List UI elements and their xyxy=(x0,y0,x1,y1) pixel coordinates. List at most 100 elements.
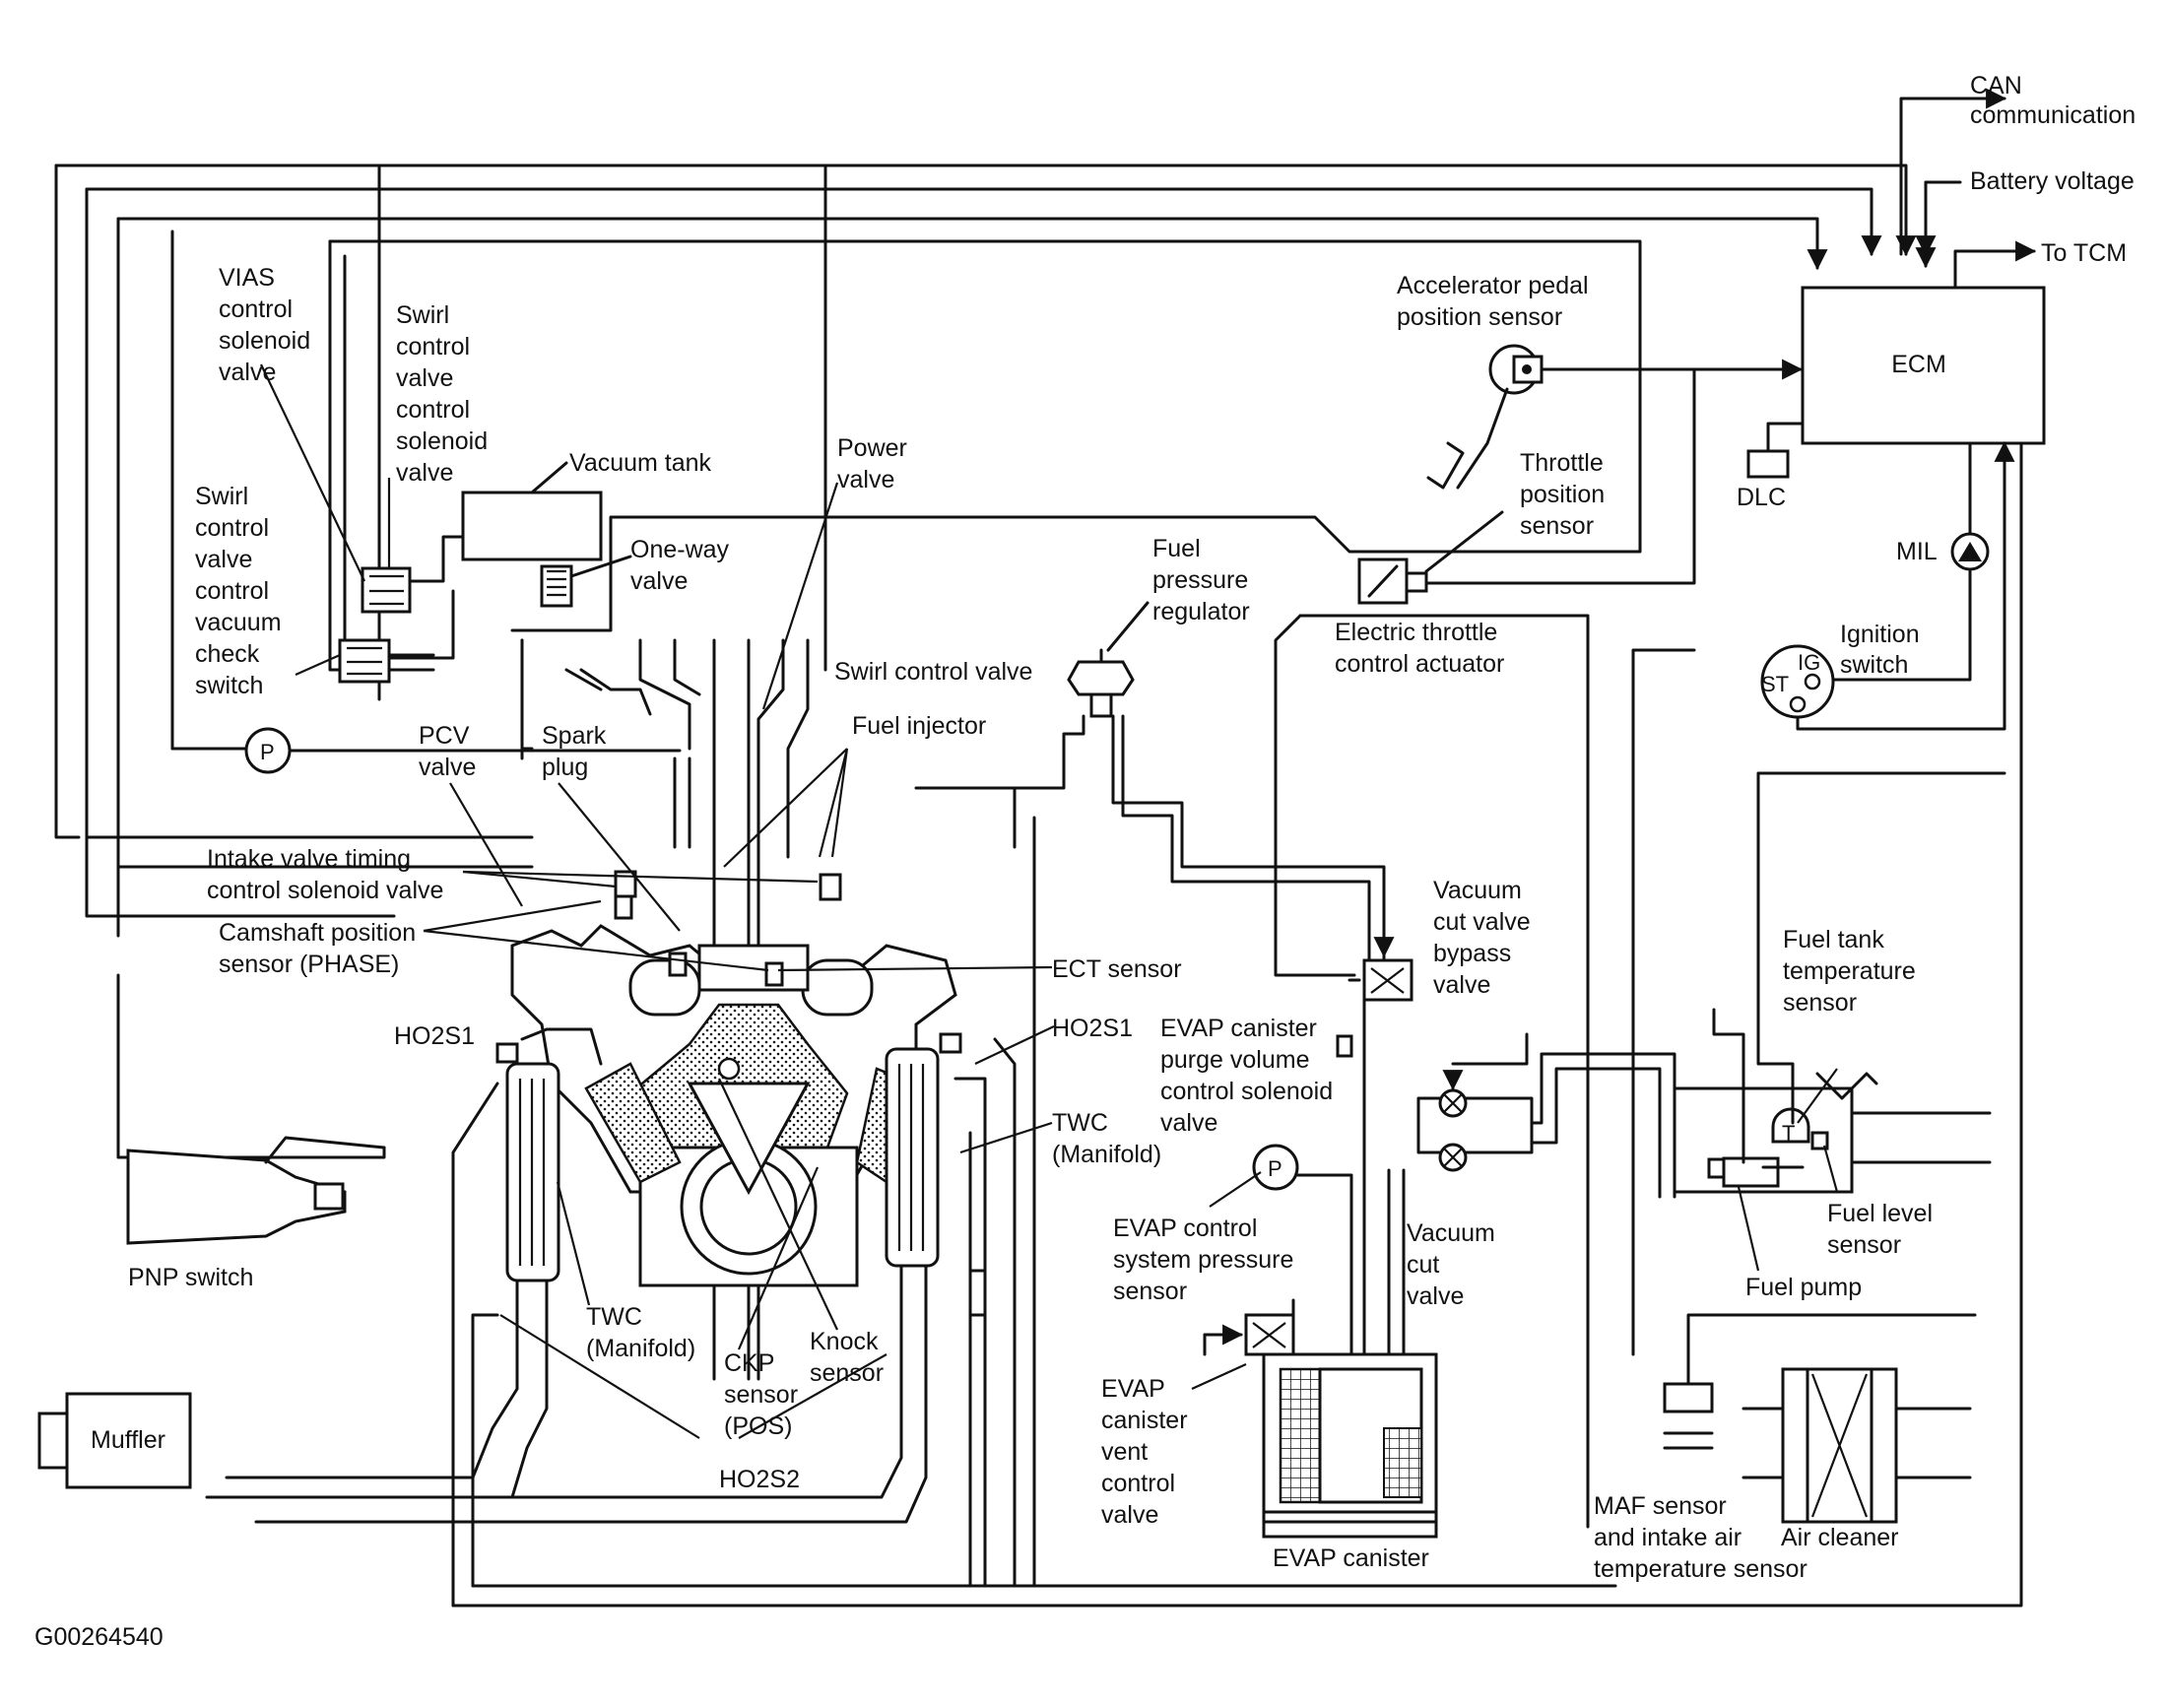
vacuum-tank xyxy=(461,461,632,608)
purge-label-3: control solenoid xyxy=(1160,1078,1333,1105)
ho2s1-right-label: HO2S1 xyxy=(1052,1015,1133,1042)
twc-left-label-1: TWC xyxy=(586,1303,642,1331)
pcv-label-1: PCV xyxy=(419,722,470,750)
electric-throttle-actuator xyxy=(1357,367,1696,605)
text-labels: CAN communication Battery voltage To TCM… xyxy=(34,72,2136,1651)
vacuum-cut-valves xyxy=(1387,1032,1676,1356)
muffler-label: Muffler xyxy=(91,1426,165,1454)
ignition-switch-symbol: IG ST xyxy=(1760,440,2015,731)
t-symbol: T xyxy=(1782,1121,1795,1146)
fuel-pump-label: Fuel pump xyxy=(1745,1274,1862,1301)
knock-label-2: sensor xyxy=(810,1359,884,1387)
fuel-tank: T xyxy=(1673,771,2006,1194)
swcv-label-4: control xyxy=(396,396,470,424)
vent-label-5: valve xyxy=(1101,1501,1158,1529)
evpress-label-3: sensor xyxy=(1113,1278,1187,1305)
etc-label-1: Electric throttle xyxy=(1335,619,1497,646)
mil-label: MIL xyxy=(1896,538,1938,565)
purge-label-1: EVAP canister xyxy=(1160,1015,1317,1042)
spark-label-2: plug xyxy=(542,754,588,781)
throttle-label-2: position xyxy=(1520,481,1605,508)
vent-label-4: control xyxy=(1101,1470,1175,1497)
wiring-harness xyxy=(54,88,2037,1159)
vent-label-3: vent xyxy=(1101,1438,1148,1466)
fpr-label-2: pressure xyxy=(1152,566,1248,594)
swirl-vacuum-check-switch xyxy=(338,589,455,684)
canister-label: EVAP canister xyxy=(1273,1544,1429,1572)
ckp-label-3: (POS) xyxy=(724,1412,792,1440)
dlc-connector xyxy=(1746,422,1805,479)
maf-label-3: temperature sensor xyxy=(1594,1555,1808,1583)
fpr-label-3: regulator xyxy=(1152,598,1250,625)
leader-lines xyxy=(260,363,1839,1439)
vacuum-cut-valve-bypass xyxy=(1336,924,1413,1058)
power-valve-label-1: Power xyxy=(837,434,907,462)
oneway-label-2: valve xyxy=(630,567,688,595)
vcbv-label-1: Vacuum xyxy=(1433,877,1522,904)
knock-label-1: Knock xyxy=(810,1328,879,1355)
ignition-label: Ignition xyxy=(1840,621,1920,648)
swcs-label-6: check xyxy=(195,640,260,668)
mil-lamp xyxy=(1801,441,1990,682)
st-symbol: ST xyxy=(1761,672,1789,696)
evap-pressure-sensor: P xyxy=(1252,998,1366,1356)
ckp-label-2: sensor xyxy=(724,1381,798,1409)
air-cleaner-label: Air cleaner xyxy=(1781,1524,1899,1551)
vcv-label-2: cut xyxy=(1407,1251,1439,1279)
ho2s1-left-label: HO2S1 xyxy=(394,1022,475,1050)
twc-left-label-2: (Manifold) xyxy=(586,1335,695,1362)
can-label: CAN xyxy=(1970,72,2022,99)
swcv-label-3: valve xyxy=(396,364,453,392)
vcbv-label-4: valve xyxy=(1433,971,1490,999)
etc-label-2: control actuator xyxy=(1335,650,1504,678)
maf-sensor xyxy=(1631,648,1977,1450)
maf-label-2: and intake air xyxy=(1594,1524,1742,1551)
muffler: Muffler xyxy=(37,1392,192,1489)
ecm-box: ECM xyxy=(1801,286,2046,445)
ckp-label-1: CKP xyxy=(724,1349,774,1377)
maf-label-1: MAF sensor xyxy=(1594,1492,1727,1520)
vent-label-1: EVAP xyxy=(1101,1375,1165,1403)
twc-right-label-1: TWC xyxy=(1052,1109,1108,1137)
pcv-label-2: valve xyxy=(419,754,476,781)
twc-right xyxy=(254,1032,962,1524)
swcs-label-7: switch xyxy=(195,672,263,699)
vias-label-2: control xyxy=(219,296,293,323)
accel-label-1: Accelerator pedal xyxy=(1397,272,1589,299)
vias-label-3: solenoid xyxy=(219,327,310,355)
vias-label-1: VIAS xyxy=(219,264,275,292)
swcs-label-1: Swirl xyxy=(195,483,248,510)
vias-label-4: valve xyxy=(219,359,276,386)
air-cleaner xyxy=(1742,1367,1972,1524)
swcs-label-4: control xyxy=(195,577,269,605)
vcv-label-3: valve xyxy=(1407,1282,1464,1310)
fls-label-2: sensor xyxy=(1827,1231,1901,1259)
oneway-label-1: One-way xyxy=(630,536,730,563)
vacuum-tank-label: Vacuum tank xyxy=(569,449,712,477)
swcs-label-5: vacuum xyxy=(195,609,282,636)
twc-left xyxy=(205,1027,603,1499)
p-symbol-right: P xyxy=(1268,1156,1282,1181)
fls-label-1: Fuel level xyxy=(1827,1200,1933,1227)
swcv-label-2: control xyxy=(396,333,470,361)
ftt-label-3: sensor xyxy=(1783,989,1857,1017)
twc-right-label-2: (Manifold) xyxy=(1052,1141,1161,1168)
return-wiring xyxy=(451,441,2023,1608)
swcs-label-3: valve xyxy=(195,546,252,573)
pnp-label: PNP switch xyxy=(128,1264,253,1291)
swcv-label-1: Swirl xyxy=(396,301,449,329)
purge-label-4: valve xyxy=(1160,1109,1217,1137)
ftt-label-1: Fuel tank xyxy=(1783,926,1884,953)
evpress-label-2: system pressure xyxy=(1113,1246,1293,1274)
cmp-label-2: sensor (PHASE) xyxy=(219,951,399,978)
accel-label-2: position sensor xyxy=(1397,303,1562,331)
battery-voltage-label: Battery voltage xyxy=(1970,167,2135,195)
swcs-label-2: control xyxy=(195,514,269,542)
accelerator-pedal-sensor xyxy=(1426,344,1804,490)
ivt-label-1: Intake valve timing xyxy=(207,845,411,873)
to-tcm-label: To TCM xyxy=(2041,239,2127,267)
figure-id: G00264540 xyxy=(34,1623,164,1651)
ho2s2-label: HO2S2 xyxy=(719,1466,800,1493)
fuel-injector-label: Fuel injector xyxy=(852,712,986,740)
